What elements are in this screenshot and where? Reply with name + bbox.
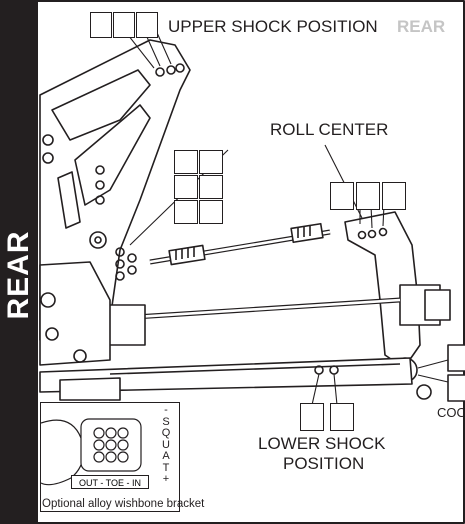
bracket-caption: Optional alloy wishbone bracket <box>42 498 205 510</box>
inner-pivot-box-2 <box>199 150 223 174</box>
upper-shock-label: UPPER SHOCK POSITION <box>168 17 378 36</box>
roll-center-label: ROLL CENTER <box>270 120 389 139</box>
lower-shock-label-line1: LOWER SHOCK <box>258 434 386 453</box>
inner-pivot-box-6 <box>199 200 223 224</box>
roll-center-box-2 <box>356 182 380 210</box>
upper-shock-box-3 <box>136 12 158 38</box>
roll-center-box-3 <box>382 182 406 210</box>
upper-shock-box-2 <box>113 12 135 38</box>
inner-pivot-box-3 <box>174 175 198 199</box>
side-label: REAR <box>2 230 35 320</box>
cut-off-label: COO <box>437 405 465 420</box>
inner-pivot-box-4 <box>199 175 223 199</box>
inner-pivot-box-1 <box>174 150 198 174</box>
roll-center-box-1 <box>330 182 354 210</box>
lower-shock-box-1 <box>300 403 324 431</box>
lower-shock-label-line2: POSITION <box>283 454 365 473</box>
side-label-bar: REAR <box>0 0 38 524</box>
toe-scale-label: OUT - TOE - IN <box>71 475 149 489</box>
upper-shock-box-1 <box>90 12 112 38</box>
bracket-drawing <box>41 418 142 486</box>
inner-pivot-box-5 <box>174 200 198 224</box>
rear-direction-label: REAR <box>397 17 446 36</box>
lower-shock-box-2 <box>330 403 354 431</box>
